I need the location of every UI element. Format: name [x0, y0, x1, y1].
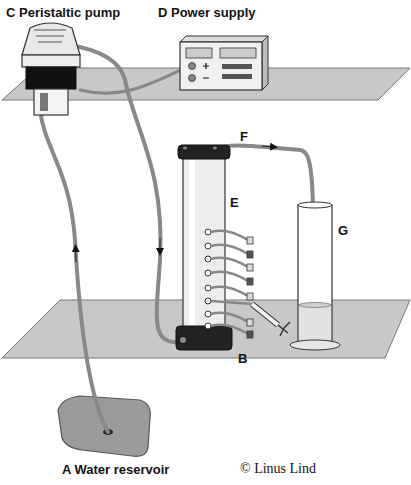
base-block [176, 326, 232, 350]
port-valve [247, 237, 253, 244]
peristaltic-pump [22, 23, 80, 115]
port [205, 229, 211, 235]
port [205, 243, 211, 249]
top-cap [178, 145, 230, 159]
column [176, 145, 232, 350]
port [205, 298, 211, 304]
port [205, 311, 211, 317]
callout-letter: E [230, 196, 239, 210]
port-tube [211, 231, 248, 240]
port-valve [247, 319, 253, 326]
callout-letter: F [240, 130, 248, 144]
sampling-ports [205, 229, 253, 338]
port-tube [211, 301, 252, 304]
port [205, 256, 211, 262]
port-valve [247, 251, 253, 258]
callout-letter: B [238, 352, 247, 366]
part-label: D Power supply [158, 6, 256, 20]
port-tube [211, 325, 248, 334]
port-valve [247, 264, 253, 271]
part-label: A Water reservoir [62, 463, 169, 477]
copyright-notice: © Linus Lind [240, 461, 316, 476]
tubing [36, 45, 314, 432]
port-valve [247, 293, 253, 300]
callout-letter: G [338, 224, 348, 238]
part-label: C Peristaltic pump [6, 6, 120, 20]
syringe [252, 304, 290, 336]
port-tube [211, 245, 248, 254]
port [205, 270, 211, 276]
port-valve [247, 278, 253, 285]
flow-arrows [76, 146, 274, 262]
port-tube [211, 258, 248, 267]
port-tube [211, 272, 248, 281]
port [205, 323, 211, 329]
power-supply [180, 36, 268, 90]
port-valve [247, 331, 253, 338]
port [205, 285, 211, 291]
port-tube [211, 313, 248, 322]
graduated-cylinder [290, 202, 340, 350]
port-tube [211, 287, 248, 296]
